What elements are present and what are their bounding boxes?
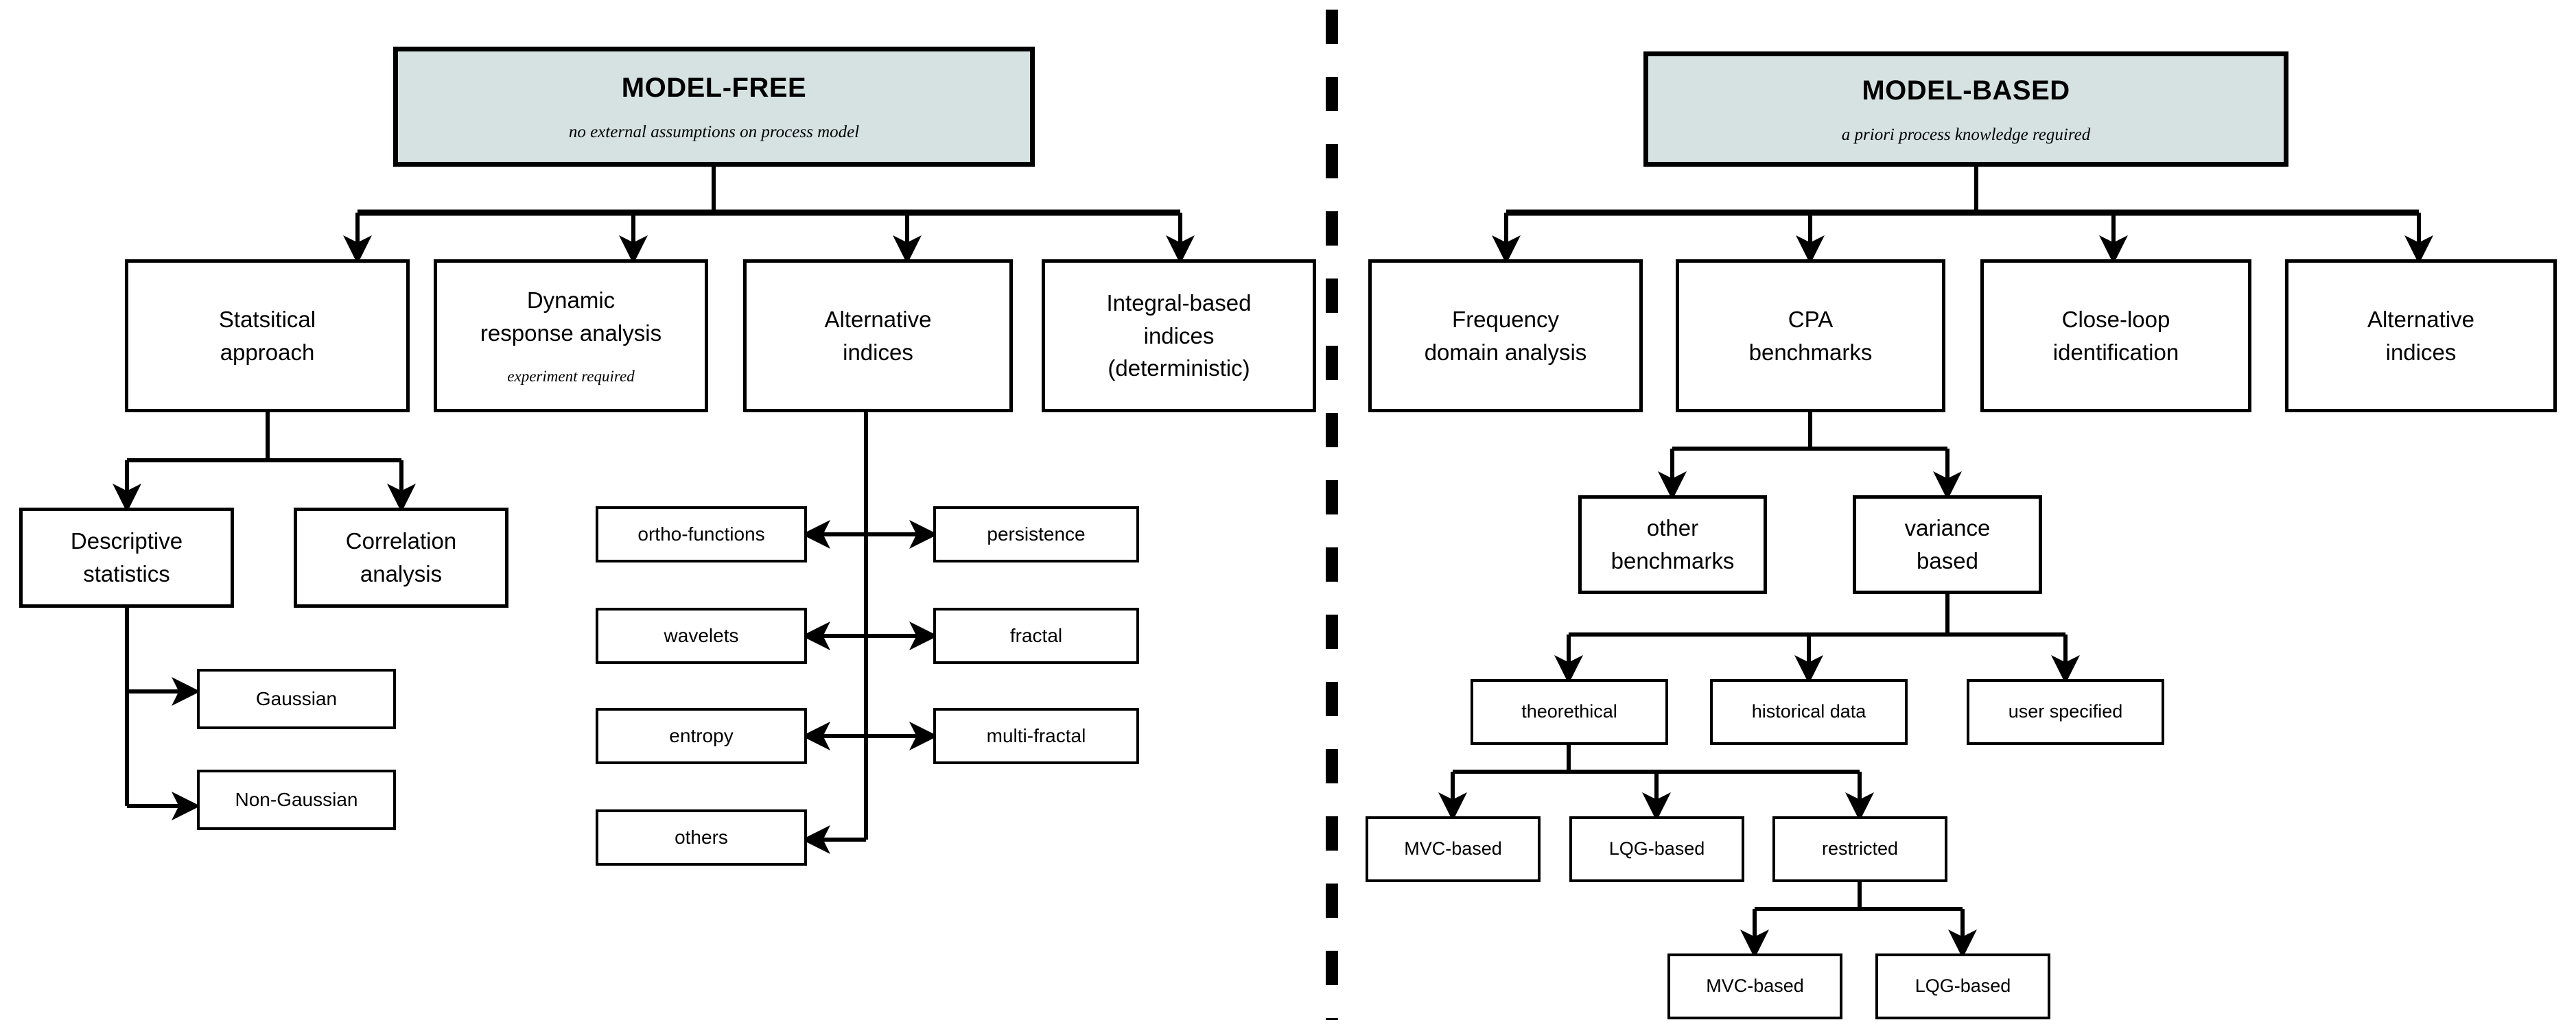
node-user-specified[interactable]: user specified bbox=[1967, 679, 2164, 745]
node-persistence[interactable]: persistence bbox=[933, 506, 1139, 562]
node-others[interactable]: others bbox=[596, 809, 807, 866]
node-mvc-based-2[interactable]: MVC-based bbox=[1667, 953, 1842, 1019]
node-note: experiment required bbox=[507, 367, 635, 385]
node-label: Non-Gaussian bbox=[235, 788, 358, 810]
node-label: Statsitical approach bbox=[218, 306, 316, 365]
node-label: multi-fractal bbox=[986, 724, 1086, 746]
node-label: Gaussian bbox=[255, 687, 338, 709]
node-label: fractal bbox=[1009, 624, 1063, 646]
node-theorethical[interactable]: theorethical bbox=[1471, 679, 1668, 745]
node-label: wavelets bbox=[664, 624, 739, 646]
node-ortho-functions[interactable]: ortho-functions bbox=[596, 506, 807, 562]
node-cpa-benchmarks[interactable]: CPA benchmarks bbox=[1676, 259, 1945, 412]
node-correlation-analysis[interactable]: Correlation analysis bbox=[294, 508, 508, 608]
node-label: LQG-based bbox=[1608, 838, 1705, 860]
node-label: historical data bbox=[1751, 701, 1866, 722]
node-fractal[interactable]: fractal bbox=[933, 608, 1139, 664]
node-label: ortho-functions bbox=[637, 523, 765, 545]
node-restricted[interactable]: restricted bbox=[1772, 816, 1947, 882]
node-label: MVC-based bbox=[1404, 838, 1502, 860]
node-label: Integral-based indices (deterministic) bbox=[1106, 289, 1252, 381]
node-label: MVC-based bbox=[1706, 975, 1804, 997]
node-descriptive-statistics[interactable]: Descriptive statistics bbox=[19, 508, 234, 608]
node-label: Descriptive statistics bbox=[70, 528, 183, 586]
node-label: LQG-based bbox=[1915, 975, 2011, 997]
vertical-dashed-divider bbox=[1326, 10, 1338, 1020]
node-label: theorethical bbox=[1521, 701, 1617, 722]
node-label: others bbox=[675, 826, 728, 848]
node-label: restricted bbox=[1821, 838, 1899, 860]
node-label: entropy bbox=[669, 724, 734, 746]
node-label: Alternative indices bbox=[2367, 306, 2474, 365]
node-label: user specified bbox=[2008, 701, 2123, 722]
node-dynamic-response-analysis[interactable]: Dynamic response analysis experiment req… bbox=[434, 259, 708, 412]
node-label: Close-loop identification bbox=[2052, 306, 2179, 365]
node-label: CPA benchmarks bbox=[1748, 306, 1873, 365]
node-variance-based[interactable]: variance based bbox=[1853, 495, 2042, 594]
node-label: Dynamic response analysis bbox=[480, 287, 662, 346]
header-model-based: MODEL-BASED a priori process knowledge r… bbox=[1643, 51, 2288, 167]
node-lqg-based-2[interactable]: LQG-based bbox=[1875, 953, 2050, 1019]
node-lqg-based-1[interactable]: LQG-based bbox=[1569, 816, 1744, 882]
header-model-free: MODEL-FREE no external assumptions on pr… bbox=[393, 47, 1035, 167]
node-label: persistence bbox=[987, 523, 1086, 545]
node-historical-data[interactable]: historical data bbox=[1710, 679, 1908, 745]
node-alternative-indices-left[interactable]: Alternative indices bbox=[743, 259, 1013, 412]
node-integral-based-indices[interactable]: Integral-based indices (deterministic) bbox=[1042, 259, 1316, 412]
node-gaussian[interactable]: Gaussian bbox=[197, 669, 396, 729]
header-model-based-subtitle: a priori process knowledge reguired bbox=[1841, 125, 2091, 144]
node-close-loop-identification[interactable]: Close-loop identification bbox=[1980, 259, 2251, 412]
node-alternative-indices-right[interactable]: Alternative indices bbox=[2285, 259, 2557, 412]
node-label: Frequency domain analysis bbox=[1424, 306, 1587, 365]
node-label: other benchmarks bbox=[1611, 515, 1735, 573]
node-statistical-approach[interactable]: Statsitical approach bbox=[125, 259, 410, 412]
node-label: variance based bbox=[1904, 515, 1991, 573]
node-other-benchmarks[interactable]: other benchmarks bbox=[1578, 495, 1767, 594]
node-label: Correlation analysis bbox=[345, 528, 457, 586]
node-wavelets[interactable]: wavelets bbox=[596, 608, 807, 664]
node-non-gaussian[interactable]: Non-Gaussian bbox=[197, 770, 396, 830]
node-entropy[interactable]: entropy bbox=[596, 708, 807, 764]
node-label: Alternative indices bbox=[824, 306, 932, 365]
header-model-based-title: MODEL-BASED bbox=[1862, 75, 2070, 106]
node-mvc-based-1[interactable]: MVC-based bbox=[1366, 816, 1541, 882]
header-model-free-title: MODEL-FREE bbox=[621, 73, 807, 104]
node-frequency-domain-analysis[interactable]: Frequency domain analysis bbox=[1368, 259, 1643, 412]
header-model-free-subtitle: no external assumptions on process model bbox=[568, 123, 860, 142]
node-multi-fractal[interactable]: multi-fractal bbox=[933, 708, 1139, 764]
